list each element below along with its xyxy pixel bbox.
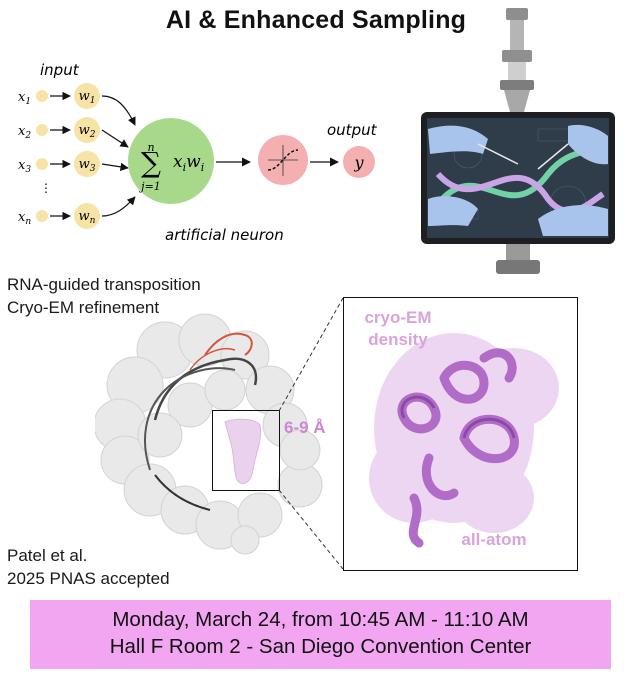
- selection-box: [212, 410, 280, 491]
- protein-complex-surface: [95, 313, 323, 555]
- citation-line2: 2025 PNAS accepted: [7, 569, 170, 588]
- input-node: [36, 210, 48, 222]
- weight-node: [74, 203, 100, 229]
- microscope-monitor-illustration: [421, 8, 615, 274]
- cryo-em-density-map: [369, 333, 559, 548]
- session-time: Monday, March 24, from 10:45 AM - 11:10 …: [112, 608, 529, 631]
- weight-variable: wn: [79, 209, 96, 226]
- input-node: [36, 158, 48, 170]
- cryo-em-label-line1: cryo-EM: [364, 308, 432, 327]
- project-title-line2: Cryo-EM refinement: [7, 298, 160, 317]
- activation-function-icon: [267, 145, 299, 176]
- zoom-inset-panel: cryo-EM density all-atom: [343, 297, 578, 571]
- weight-variable: w2: [79, 123, 96, 140]
- weight-node: [74, 117, 100, 143]
- citation-line1: Patel et al.: [7, 546, 88, 565]
- input-node: [36, 90, 48, 102]
- output-symbol: y: [353, 153, 364, 172]
- input-variable: x1: [18, 90, 31, 107]
- weight-variable: w3: [79, 157, 96, 174]
- sum-lower: j=1: [138, 180, 161, 193]
- input-variable: x2: [18, 124, 31, 141]
- sigma-symbol: ∑: [141, 146, 161, 179]
- session-banner: Monday, March 24, from 10:45 AM - 11:10 …: [30, 600, 611, 669]
- session-location: Hall F Room 2 - San Diego Convention Cen…: [109, 635, 532, 658]
- ellipsis: ⋮: [40, 181, 52, 195]
- output-node: [343, 146, 375, 178]
- weight-node: [74, 83, 100, 109]
- input-rows: x1 w1 x2 w2 x3 w3 xn wn ⋮: [18, 83, 136, 229]
- page-title: AI & Enhanced Sampling: [165, 6, 467, 34]
- input-node: [36, 124, 48, 136]
- cryo-em-label-line2: density: [368, 330, 428, 349]
- summation-node: [128, 118, 214, 204]
- input-label: input: [40, 61, 80, 79]
- weight-variable: w1: [79, 89, 96, 106]
- output-label: output: [327, 121, 378, 139]
- sum-upper: n: [147, 141, 154, 154]
- weight-node: [74, 151, 100, 177]
- input-variable: x3: [18, 158, 31, 175]
- input-variable: xn: [18, 210, 31, 227]
- sum-expression: xiwi: [173, 152, 204, 174]
- project-title-line1: RNA-guided transposition: [7, 275, 201, 294]
- all-atom-label: all-atom: [461, 530, 527, 549]
- resolution-label: 6-9 Å: [284, 418, 326, 437]
- neuron-caption: artificial neuron: [165, 226, 284, 244]
